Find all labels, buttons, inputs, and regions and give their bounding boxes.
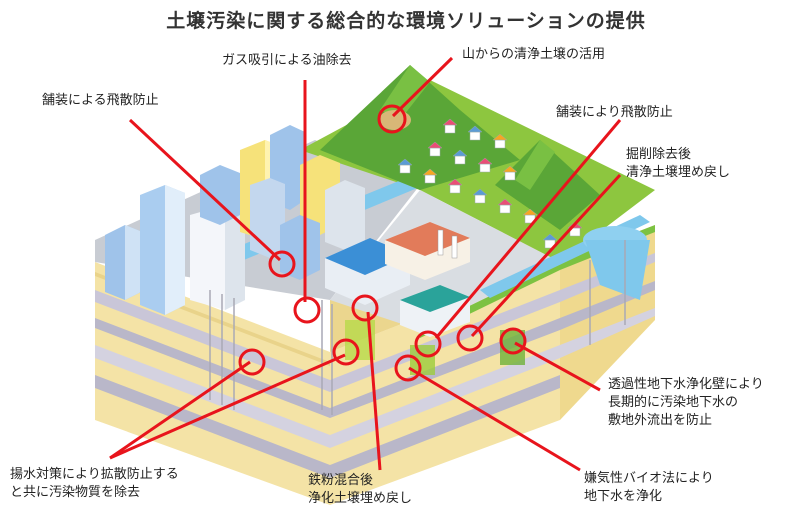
label-bio-line1: 嫌気性バイオ法により bbox=[584, 470, 714, 488]
label-pumping-line1: 揚水対策により拡散防止する bbox=[10, 466, 179, 484]
label-bio: 嫌気性バイオ法により 地下水を浄化 bbox=[584, 470, 714, 506]
label-iron-powder-line1: 鉄粉混合後 bbox=[308, 472, 412, 490]
label-permeable-wall-line3: 敷地外流出を防止 bbox=[608, 412, 764, 430]
label-excavation: 掘削除去後 清浄土壌埋め戻し bbox=[626, 146, 730, 182]
label-pumping: 揚水対策により拡散防止する と共に汚染物質を除去 bbox=[10, 466, 179, 502]
label-gas: ガス吸引による油除去 bbox=[222, 52, 352, 70]
label-pave-right-text: 舗装により飛散防止 bbox=[556, 104, 673, 122]
label-iron-powder-line2: 浄化土壌埋め戻し bbox=[308, 490, 412, 508]
label-pumping-line2: と共に汚染物質を除去 bbox=[10, 484, 179, 502]
page-title: 土壌汚染に関する総合的な環境ソリューションの提供 bbox=[0, 6, 812, 33]
label-mountain-text: 山からの清浄土壌の活用 bbox=[462, 46, 605, 64]
label-permeable-wall-line1: 透過性地下水浄化壁により bbox=[608, 376, 764, 394]
label-pave-left-text: 舗装による飛散防止 bbox=[42, 92, 159, 110]
marker-gas bbox=[295, 298, 319, 322]
label-pave-right: 舗装により飛散防止 bbox=[556, 104, 673, 122]
label-permeable-wall: 透過性地下水浄化壁により 長期的に汚染地下水の 敷地外流出を防止 bbox=[608, 376, 764, 430]
label-iron-powder: 鉄粉混合後 浄化土壌埋め戻し bbox=[308, 472, 412, 508]
label-pave-left: 舗装による飛散防止 bbox=[42, 92, 159, 110]
label-mountain: 山からの清浄土壌の活用 bbox=[462, 46, 605, 64]
label-gas-text: ガス吸引による油除去 bbox=[222, 52, 352, 70]
label-permeable-wall-line2: 長期的に汚染地下水の bbox=[608, 394, 764, 412]
label-excavation-line1: 掘削除去後 bbox=[626, 146, 730, 164]
label-bio-line2: 地下水を浄化 bbox=[584, 488, 714, 506]
label-excavation-line2: 清浄土壌埋め戻し bbox=[626, 164, 730, 182]
